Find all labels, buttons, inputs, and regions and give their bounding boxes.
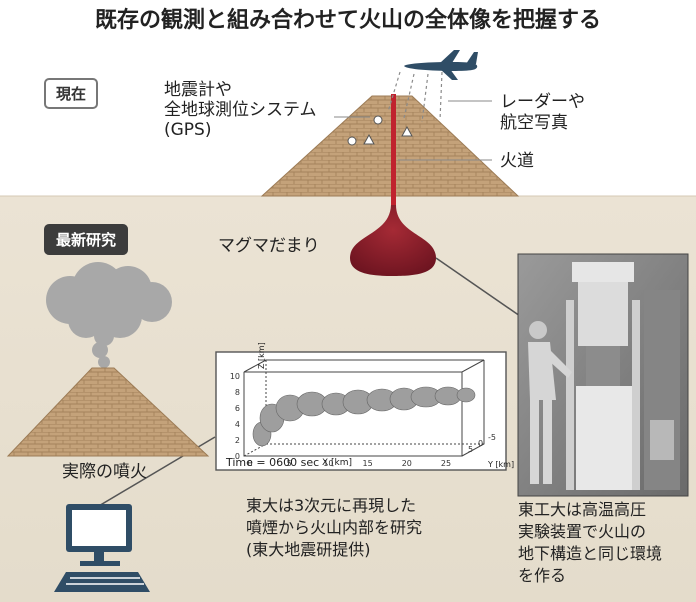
titech-caption-line4: を作る <box>518 566 567 585</box>
seismometer-label-line3: (GPS) <box>164 120 212 140</box>
sim-z-tick: 2 <box>235 436 240 445</box>
sim-z-tick: 4 <box>235 420 240 429</box>
researcher-figure <box>528 321 572 484</box>
computer-icon <box>54 504 150 592</box>
volcano-erupting <box>6 367 210 457</box>
todai-caption-line3: (東大地震研提供) <box>246 540 371 559</box>
sim-y-axis-label: Y [km] <box>488 460 515 469</box>
conduit <box>391 94 396 212</box>
eruption-label: 実際の噴火 <box>62 462 147 482</box>
todai-caption-line1: 東大は3次元に再現した <box>246 496 417 515</box>
radar-label-line1: レーダーや <box>500 92 585 112</box>
titech-caption-line3: 地下構造と同じ環境 <box>518 544 663 563</box>
sim-x-tick: 25 <box>441 459 451 468</box>
sim-z-axis-label: Z [km] <box>257 342 266 369</box>
leader-line <box>435 257 521 317</box>
magma-chamber <box>350 205 436 276</box>
sim-z-tick: 10 <box>230 372 240 381</box>
page-title: 既存の観測と組み合わせて火山の全体像を把握する <box>94 8 601 33</box>
titech-caption-line2: 実験装置で火山の <box>518 522 647 541</box>
airplane-icon <box>404 50 478 80</box>
badge-current: 現在 <box>44 78 99 109</box>
sim-y-tick: 5 <box>468 445 473 454</box>
sim-z-tick: 8 <box>235 388 240 397</box>
simulation-plume <box>252 386 476 447</box>
seismometer-label-line2: 全地球測位システム <box>164 100 317 120</box>
sim-x-tick: 15 <box>363 459 373 468</box>
gps-marker <box>401 125 413 137</box>
seismometer-marker <box>347 136 357 146</box>
radar-label-line2: 航空写真 <box>500 113 568 133</box>
badge-latest-research: 最新研究 <box>44 224 129 255</box>
magma-chamber-label: マグマだまり <box>218 236 320 256</box>
sim-y-tick: 0 <box>478 439 483 448</box>
todai-caption-line2: 噴煙から火山内部を研究 <box>246 518 423 537</box>
seismometer-marker <box>373 115 383 125</box>
sim-z-tick: 6 <box>235 404 240 413</box>
radar-beams <box>387 71 443 123</box>
sim-x-axis-label: X [km] <box>322 458 353 468</box>
sim-y-tick: -5 <box>488 433 496 442</box>
sim-x-tick: 0 <box>247 459 252 468</box>
lab-apparatus <box>566 262 680 490</box>
sim-z-tick: 0 <box>235 452 240 461</box>
sim-x-tick: 20 <box>402 459 412 468</box>
smoke-plume <box>46 262 172 368</box>
sim-x-tick: 10 <box>323 459 333 468</box>
conduit-label: 火道 <box>500 151 534 171</box>
seismometer-label-line1: 地震計や <box>164 80 232 100</box>
sim-x-tick: 5 <box>287 459 292 468</box>
gps-marker <box>363 133 375 145</box>
volcano-top <box>260 95 520 197</box>
sim-time-label: Time = 0600 sec <box>226 456 320 469</box>
titech-caption-line1: 東工大は高温高圧 <box>518 500 647 519</box>
